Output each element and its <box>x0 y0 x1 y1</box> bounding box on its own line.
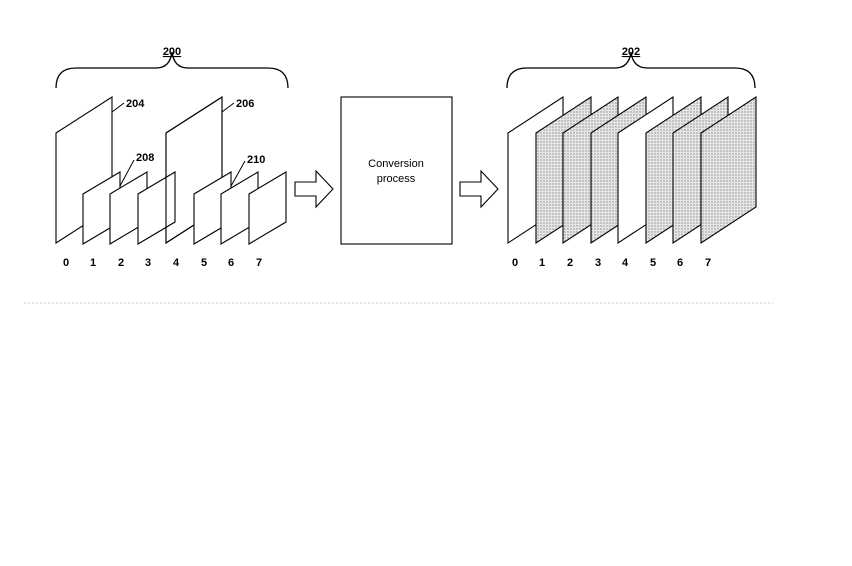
input-group: 200 204 206 208 210 0 1 2 3 4 5 6 <box>55 46 289 269</box>
output-indices: 0 1 2 3 4 5 6 7 <box>512 257 711 269</box>
ref-label-204: 204 <box>126 98 145 110</box>
output-frame-7 <box>700 95 757 245</box>
leader-208 <box>119 159 135 187</box>
conversion-process-box: Conversion process <box>340 96 453 245</box>
process-label-line1: Conversion <box>368 158 424 170</box>
input-index: 0 <box>63 257 69 269</box>
input-index: 5 <box>201 257 207 269</box>
sub-frame-7 <box>248 171 287 245</box>
process-label-line2: process <box>377 173 416 185</box>
output-index: 6 <box>677 257 683 269</box>
arrow-right-icon <box>459 169 499 209</box>
output-group-label: 202 <box>622 46 640 58</box>
input-indices: 0 1 2 3 4 5 6 7 <box>63 257 262 269</box>
output-group: 202 0 1 2 3 4 5 6 7 <box>506 46 757 269</box>
input-group-brace <box>55 51 289 89</box>
ref-label-206: 206 <box>236 98 254 110</box>
leader-204 <box>111 102 125 113</box>
input-index: 7 <box>256 257 262 269</box>
input-group-label: 200 <box>163 46 181 58</box>
leader-206 <box>221 102 235 113</box>
output-index: 2 <box>567 257 573 269</box>
input-index: 3 <box>145 257 151 269</box>
input-index: 1 <box>90 257 96 269</box>
input-index: 2 <box>118 257 124 269</box>
output-index: 5 <box>650 257 656 269</box>
output-index: 7 <box>705 257 711 269</box>
output-group-brace <box>506 51 756 89</box>
output-index: 3 <box>595 257 601 269</box>
output-index: 1 <box>539 257 545 269</box>
leader-210 <box>230 160 246 187</box>
ref-label-210: 210 <box>247 154 265 166</box>
input-index: 4 <box>173 257 180 269</box>
output-index: 4 <box>622 257 629 269</box>
input-index: 6 <box>228 257 234 269</box>
ref-label-208: 208 <box>136 152 154 164</box>
arrow-right-icon <box>294 169 334 209</box>
output-index: 0 <box>512 257 518 269</box>
